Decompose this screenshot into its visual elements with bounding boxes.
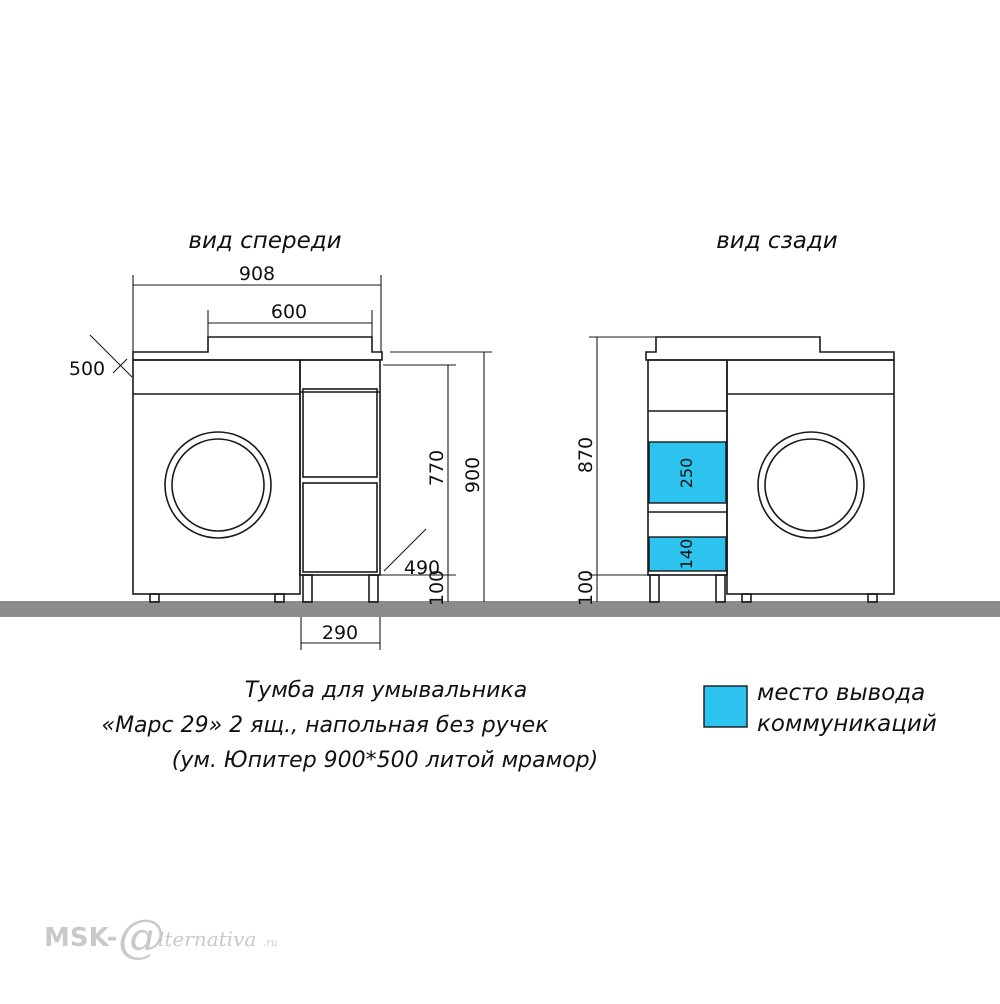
- back-washer-foot-right: [867, 593, 878, 603]
- dim-label-770: 770: [426, 450, 448, 486]
- front-washer-door-inner: [171, 438, 265, 532]
- caption-line-2: «Марс 29» 2 ящ., напольная без ручек: [101, 713, 549, 738]
- back-dimensions: [589, 336, 656, 602]
- watermark-at-logo: @: [118, 909, 164, 963]
- back-cabinet-leg-left: [649, 574, 660, 603]
- caption-line-1: Тумба для умывальника: [245, 678, 528, 703]
- dim-label-front-100: 100: [426, 570, 448, 606]
- dim-label-908: 908: [239, 263, 275, 285]
- dim-line-500: [89, 334, 133, 378]
- watermark-domain: .ru: [263, 938, 277, 949]
- front-washer-door-outer: [164, 431, 272, 539]
- opening-upper-250: [648, 441, 727, 504]
- front-view: [132, 336, 383, 603]
- front-cabinet-leg-left: [302, 574, 313, 603]
- back-washer-body: [726, 359, 895, 595]
- back-washer-door-inner: [764, 438, 858, 532]
- back-cabinet-leg-right: [715, 574, 726, 603]
- dim-label-870: 870: [575, 437, 597, 473]
- front-drawer-lower: [302, 482, 378, 573]
- back-washer-door-outer: [757, 431, 865, 539]
- dim-label-500: 500: [69, 358, 105, 380]
- watermark-mid: lternativa: [158, 927, 256, 951]
- front-washer-foot-right: [274, 593, 285, 603]
- watermark-left: MSK-: [44, 923, 117, 953]
- back-countertop: [645, 336, 895, 361]
- legend-line-2: коммуникаций: [757, 711, 937, 737]
- front-washer-foot-left: [149, 593, 160, 603]
- dim-label-600: 600: [271, 301, 307, 323]
- back-view: [645, 336, 895, 603]
- back-washer-foot-left: [741, 593, 752, 603]
- front-view-title: вид спереди: [188, 228, 341, 254]
- dim-line-490: [383, 528, 427, 572]
- tick-500: [112, 358, 128, 374]
- legend-line-1: место вывода: [757, 680, 925, 706]
- front-dimensions: [89, 275, 492, 650]
- opening-lower-140: [648, 536, 727, 572]
- front-cabinet: [299, 359, 381, 576]
- dim-label-290: 290: [322, 622, 358, 644]
- dim-label-900: 900: [462, 457, 484, 493]
- floor-strip: [0, 601, 1000, 617]
- caption-line-3: (ум. Юпитер 900*500 литой мрамор): [172, 748, 598, 773]
- front-washer-body: [132, 359, 301, 595]
- front-drawer-upper: [302, 388, 378, 478]
- dim-label-back-100: 100: [575, 570, 597, 606]
- front-countertop: [132, 336, 383, 361]
- front-cabinet-leg-right: [368, 574, 379, 603]
- legend-swatch: [703, 685, 748, 728]
- dim-label-140: 140: [677, 539, 696, 570]
- back-view-title: вид сзади: [716, 228, 838, 254]
- dim-label-490: 490: [404, 557, 440, 579]
- dim-label-250: 250: [677, 458, 696, 489]
